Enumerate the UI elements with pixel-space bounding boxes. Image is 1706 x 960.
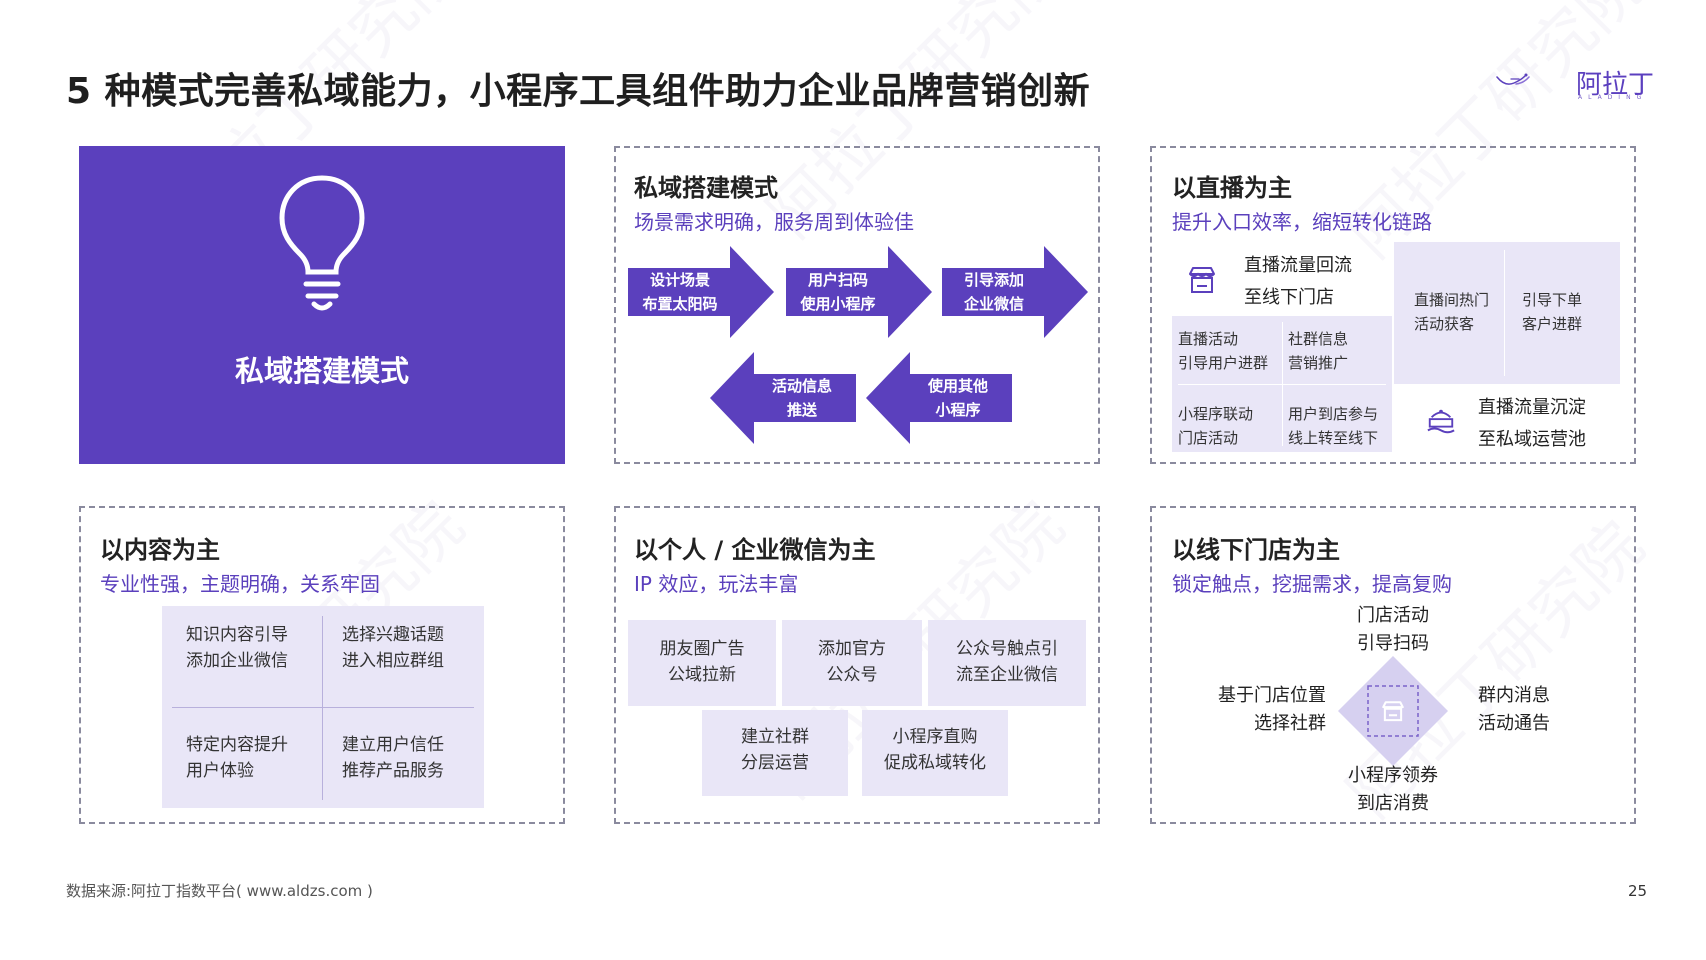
logo-icon bbox=[1496, 73, 1530, 85]
flow-arrow-right bbox=[628, 246, 774, 338]
panel-private-domain bbox=[614, 146, 1100, 464]
panel-content bbox=[79, 506, 565, 824]
store-icon bbox=[1382, 701, 1404, 722]
personal-cell: 公众号触点引 流至企业微信 bbox=[956, 639, 1058, 685]
divider bbox=[1504, 250, 1505, 376]
lightbulb-icon bbox=[279, 175, 365, 311]
store-icon bbox=[1189, 267, 1215, 293]
divider bbox=[1178, 384, 1386, 385]
pool-icon bbox=[1427, 409, 1455, 434]
panel-offline-store bbox=[1150, 506, 1636, 824]
panel-subtitle: 专业性强，主题明确，关系牢固 bbox=[100, 572, 380, 596]
offline-top: 门店活动 引导扫码 bbox=[1357, 605, 1429, 654]
panel-title: 以内容为主 bbox=[100, 536, 220, 564]
content-cell: 选择兴趣话题 进入相应群组 bbox=[342, 625, 444, 671]
content-cell: 知识内容引导 添加企业微信 bbox=[186, 625, 288, 671]
panel-title: 以线下门店为主 bbox=[1172, 536, 1340, 564]
page-title: 5 种模式完善私域能力，小程序工具组件助力企业品牌营销创新 bbox=[66, 71, 1091, 112]
flow-arrow-right bbox=[942, 246, 1088, 338]
flow-step-label: 使用其他 小程序 bbox=[927, 377, 988, 419]
flow-step-label: 设计场景 布置太阳码 bbox=[642, 271, 718, 313]
diamond-graphic bbox=[1338, 656, 1448, 766]
panel-subtitle: 提升入口效率，缩短转化链路 bbox=[1172, 210, 1432, 234]
personal-cell: 建立社群 分层运营 bbox=[741, 727, 809, 773]
personal-cell-box bbox=[928, 620, 1086, 706]
personal-cell-box bbox=[702, 710, 848, 796]
flow-arrow-left bbox=[710, 352, 856, 444]
livestream-grid-right bbox=[1394, 242, 1620, 384]
livestream-cell: 引导下单 客户进群 bbox=[1522, 291, 1583, 333]
panel-personal-wechat bbox=[614, 506, 1100, 824]
flow-step-label: 用户扫码 使用小程序 bbox=[800, 271, 876, 313]
offline-left: 基于门店位置 选择社群 bbox=[1218, 685, 1326, 734]
logo-text: 阿拉丁 bbox=[1576, 70, 1655, 100]
logo-subtext: ALADING bbox=[1578, 94, 1648, 101]
panel-title: 私域搭建模式 bbox=[634, 174, 778, 202]
flow-arrow-right bbox=[786, 246, 932, 338]
flow-arrow-left bbox=[866, 352, 1012, 444]
offline-right: 群内消息 活动通告 bbox=[1478, 685, 1550, 734]
personal-cell-box bbox=[862, 710, 1008, 796]
divider bbox=[172, 707, 474, 708]
panel-livestream bbox=[1150, 146, 1636, 464]
panel-subtitle: 场景需求明确，服务周到体验佳 bbox=[634, 210, 914, 234]
panel-subtitle: 锁定触点，挖掘需求，提高复购 bbox=[1172, 572, 1452, 596]
livestream-cell: 社群信息 营销推广 bbox=[1288, 330, 1349, 372]
flow-step-label: 引导添加 企业微信 bbox=[963, 271, 1024, 313]
livestream-cell: 小程序联动 门店活动 bbox=[1178, 405, 1254, 447]
offline-bottom: 小程序领券 到店消费 bbox=[1348, 765, 1438, 814]
panel-title: 以直播为主 bbox=[1172, 174, 1292, 202]
personal-cell: 朋友圈广告 公域拉新 bbox=[659, 639, 745, 685]
personal-cell: 小程序直购 促成私域转化 bbox=[884, 727, 986, 773]
livestream-cell: 直播活动 引导用户进群 bbox=[1178, 330, 1269, 372]
content-cell: 建立用户信任 推荐产品服务 bbox=[342, 735, 444, 781]
livestream-cell: 直播间热门 活动获客 bbox=[1414, 291, 1490, 333]
divider bbox=[322, 616, 323, 800]
page-number: 25 bbox=[1628, 882, 1648, 900]
livestream-cell: 用户到店参与 线上转至线下 bbox=[1288, 405, 1379, 447]
hero-panel bbox=[79, 146, 565, 464]
data-source: 数据来源:阿拉丁指数平台( www.aldzs.com ) bbox=[66, 882, 373, 900]
livestream-flow-out: 直播流量沉淀 至私域运营池 bbox=[1478, 397, 1586, 450]
hero-title: 私域搭建模式 bbox=[234, 354, 409, 388]
content-cell: 特定内容提升 用户体验 bbox=[186, 735, 288, 781]
livestream-flow-in: 直播流量回流 至线下门店 bbox=[1244, 255, 1352, 308]
panel-title: 以个人 / 企业微信为主 bbox=[634, 536, 876, 564]
panel-subtitle: IP 效应，玩法丰富 bbox=[634, 572, 799, 596]
personal-cell: 添加官方 公众号 bbox=[818, 639, 886, 685]
flow-step-label: 活动信息 推送 bbox=[771, 377, 832, 419]
personal-cell-box bbox=[782, 620, 922, 706]
personal-cell-box bbox=[628, 620, 776, 706]
